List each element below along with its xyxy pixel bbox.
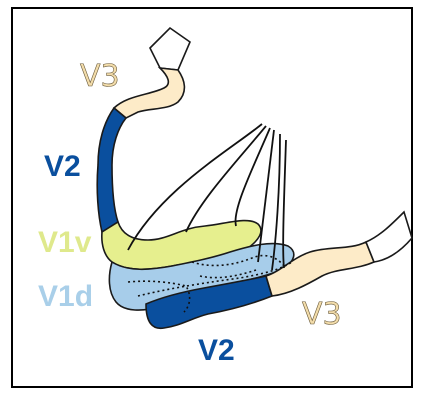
label-v3-right: V3 — [302, 297, 342, 332]
label-v1v: V1v — [38, 226, 92, 259]
label-v2-left: V2 — [44, 150, 81, 183]
label-v3-top: V3 — [80, 59, 120, 94]
label-v1d: V1d — [38, 280, 93, 313]
figure-frame — [12, 8, 412, 387]
label-v2-bottom: V2 — [198, 334, 235, 367]
